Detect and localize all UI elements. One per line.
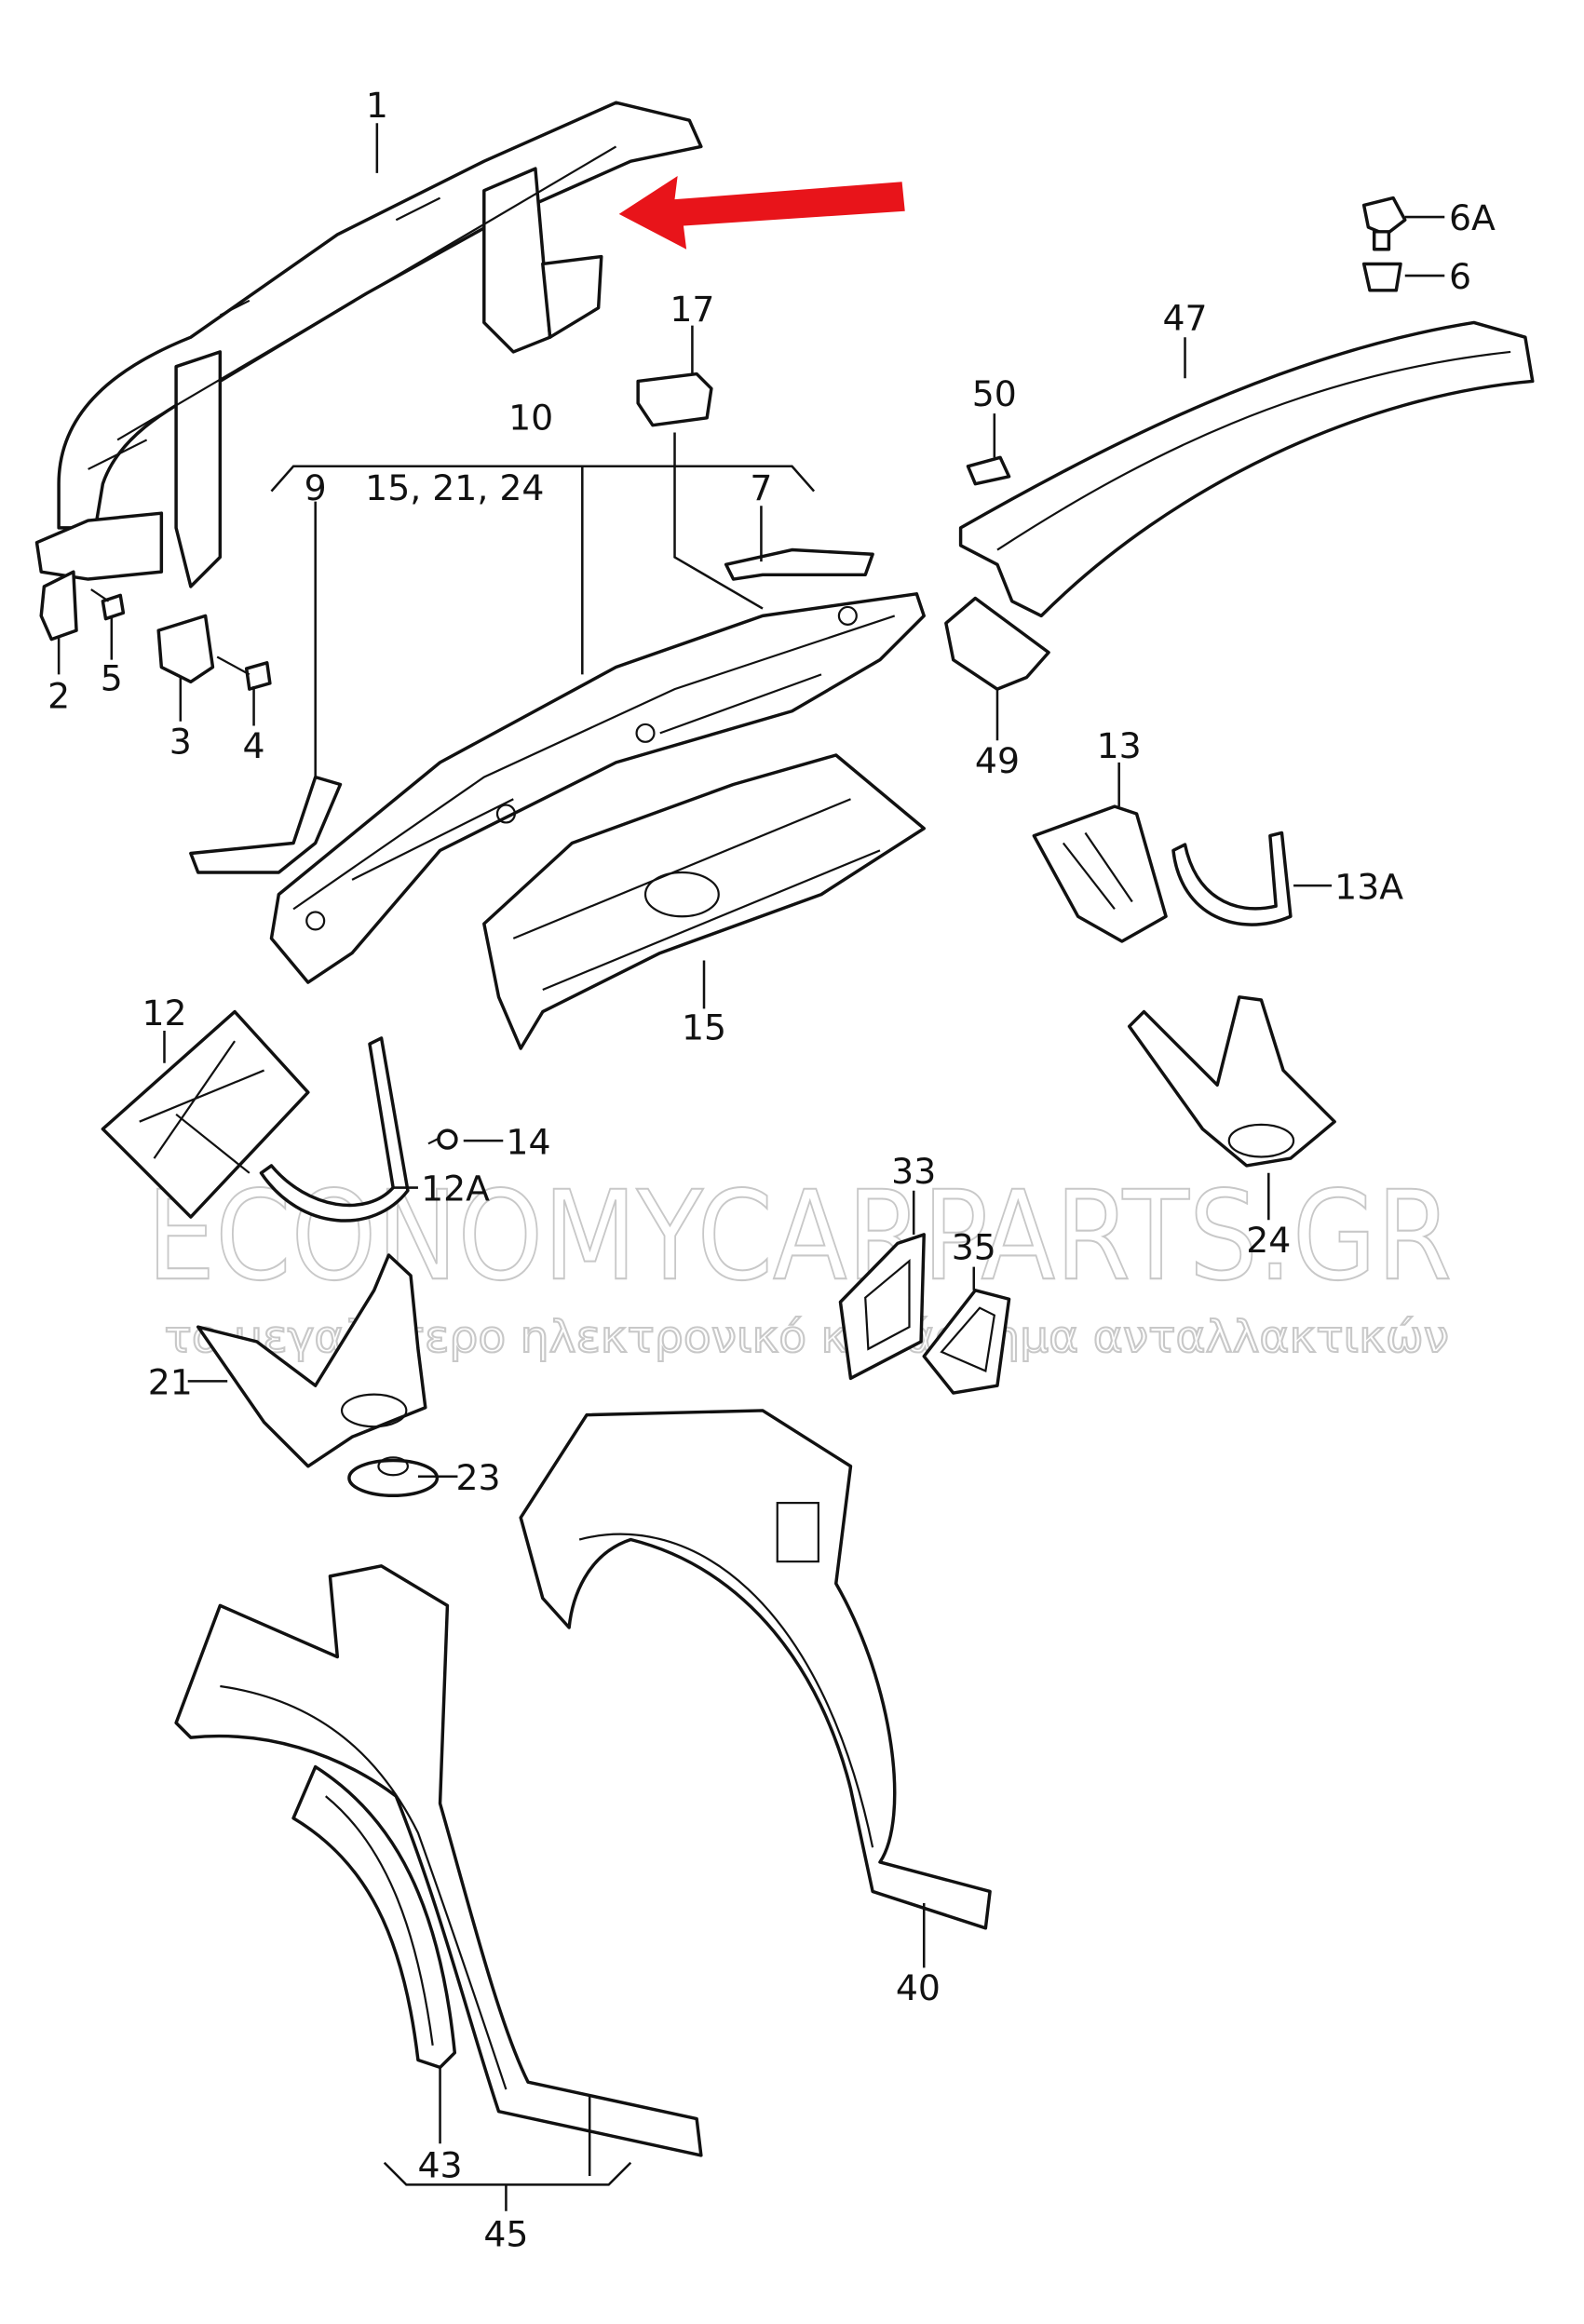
label-40: 40 [896,1967,941,2008]
part-43-inner-arch [291,1764,457,2070]
label-2: 2 [47,676,70,717]
part-13-housing [1032,804,1168,943]
label-47: 47 [1162,297,1207,338]
label-6a: 6A [1449,197,1496,238]
part-45-inner-panel [174,1564,703,2157]
part-21-bracket [196,1253,427,1468]
label-33: 33 [891,1151,936,1192]
part-49-bracket [944,596,1050,691]
label-13: 13 [1097,725,1142,766]
label-35: 35 [952,1227,996,1268]
label-12a: 12A [421,1169,490,1209]
label-17: 17 [670,289,714,330]
part-3-bracket [156,614,215,683]
label-4: 4 [243,725,265,766]
red-arrow-icon [618,175,905,250]
part-6-grommet [1361,262,1402,292]
label-15: 15 [682,1007,726,1048]
label-1: 1 [366,85,388,126]
label-43: 43 [418,2145,463,2186]
part-5-screw [90,588,126,621]
part-13a-seal [1171,831,1293,926]
watermark: ECONOMYCARPARTS.GR το μεγαλύτερο ηλεκτρο… [146,1164,1454,1364]
label-50: 50 [972,373,1017,414]
leader-lines [57,123,1445,2211]
part-10-crossmember [269,592,926,984]
label-15-21-24: 15, 21, 24 [365,467,544,508]
label-21: 21 [148,1362,193,1403]
label-10: 10 [508,397,553,438]
label-49: 49 [975,740,1020,781]
label-24: 24 [1246,1220,1291,1261]
part-12a-seal [259,1036,410,1223]
part-33-panel [838,1233,926,1381]
part-12-cover [101,1009,310,1219]
part-23-grommet [347,1456,440,1497]
label-7: 7 [750,467,772,508]
label-3: 3 [169,721,192,762]
part-1-frame [34,101,703,588]
watermark-brand: ECONOMYCARPARTS.GR [147,1165,1453,1308]
part-2-bracket [39,570,78,642]
part-17-clip [636,372,713,427]
label-14: 14 [506,1121,550,1162]
part-47-rail [958,320,1535,618]
part-4-screw [216,655,272,691]
label-5: 5 [101,658,123,699]
part-40-wheelarch [519,1409,992,1930]
callout-labels: 1 2 5 3 4 17 10 9 15, 21, 24 7 50 47 6A … [47,85,1496,2255]
part-24-bracket [1127,995,1336,1168]
part-14-screw [427,1128,458,1150]
part-6a-pin [1361,196,1407,251]
label-45: 45 [483,2214,528,2255]
part-15-panel [482,753,926,1050]
part-50-clip [966,455,1011,486]
label-13a: 13A [1334,866,1403,907]
label-6: 6 [1449,256,1471,297]
label-12: 12 [142,993,186,1034]
label-9: 9 [305,467,327,508]
label-23: 23 [455,1457,500,1498]
part-35-plug [922,1289,1011,1395]
part-7-bracket [724,547,874,581]
part-9-bracket [189,775,343,874]
